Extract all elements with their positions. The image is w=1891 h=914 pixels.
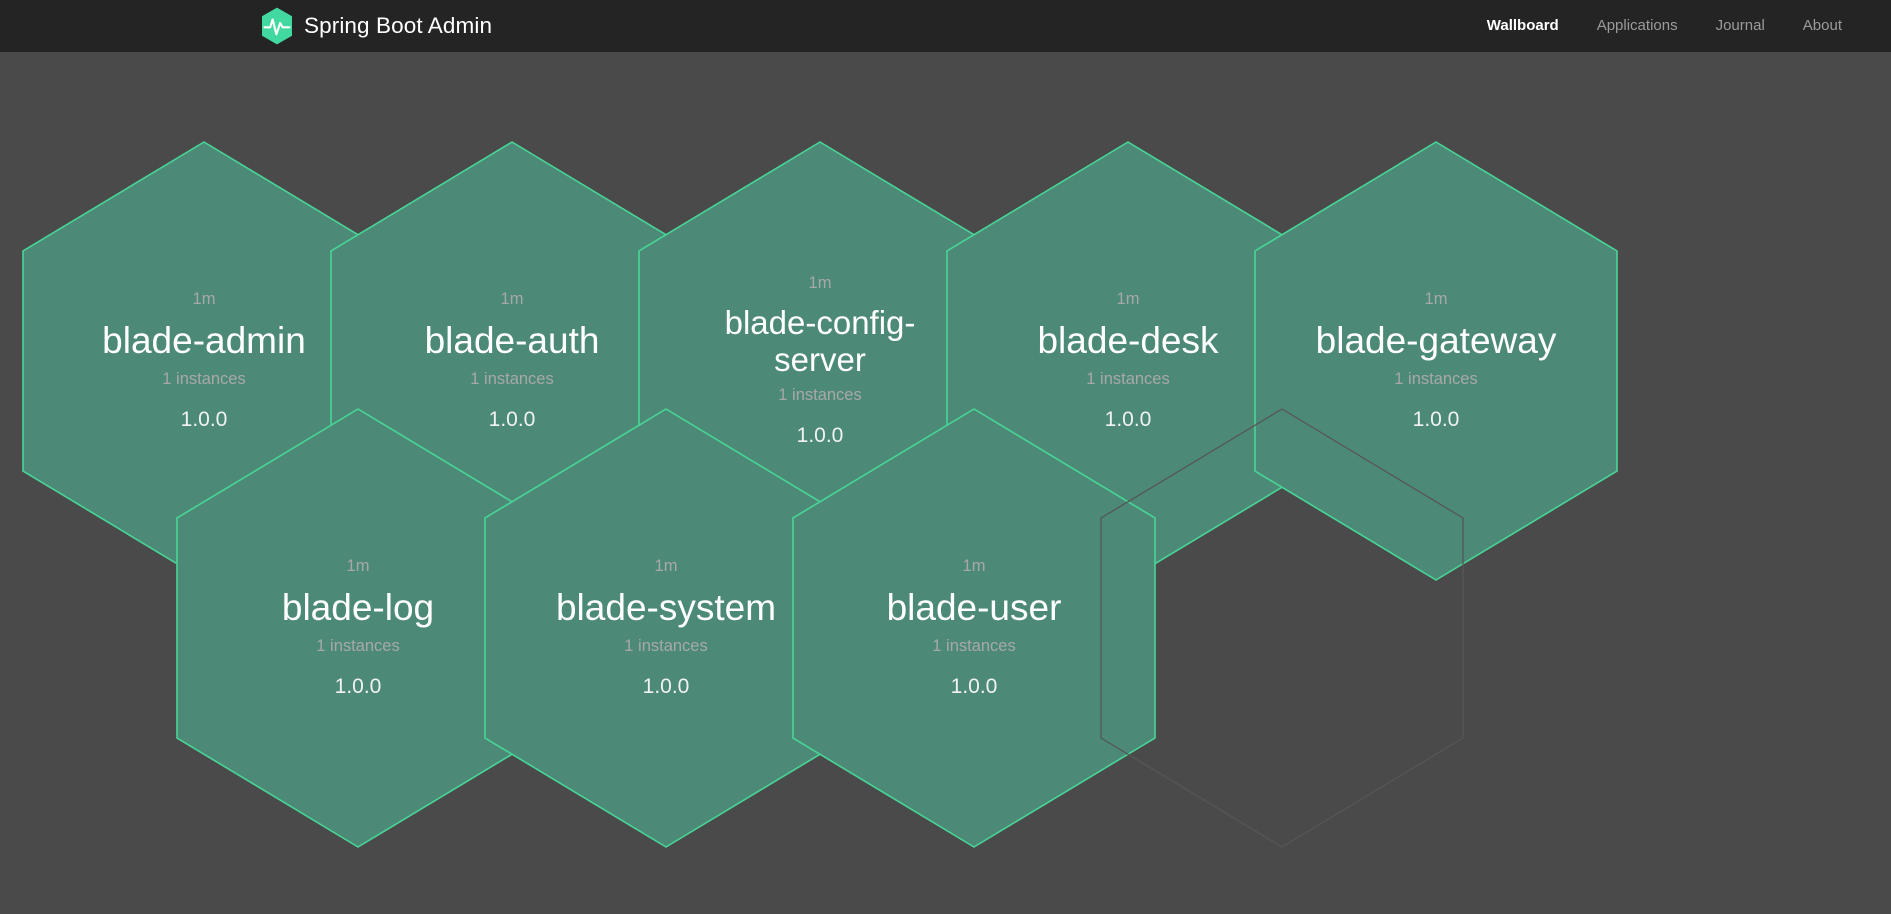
hexagon-svg [1100, 408, 1464, 848]
brand-home-link[interactable]: Spring Boot Admin [259, 0, 492, 52]
nav-link-journal[interactable]: Journal [1715, 17, 1765, 34]
heartbeat-hexagon-icon [259, 6, 295, 46]
nav-link-about[interactable]: About [1802, 17, 1842, 34]
hexagon-shape [792, 408, 1156, 848]
hexagon-placeholder [1100, 408, 1464, 848]
nav-links: Wallboard Applications Journal About [1468, 0, 1861, 52]
top-navbar: Spring Boot Admin Wallboard Applications… [0, 0, 1891, 52]
nav-link-applications[interactable]: Applications [1596, 17, 1678, 34]
hexagon-shape [1254, 141, 1618, 581]
nav-link-wallboard[interactable]: Wallboard [1486, 17, 1559, 34]
hexagon-svg [792, 408, 1156, 848]
brand-title: Spring Boot Admin [304, 13, 493, 38]
hexagon-shape [1100, 408, 1464, 848]
hexagon-svg [1254, 141, 1618, 581]
